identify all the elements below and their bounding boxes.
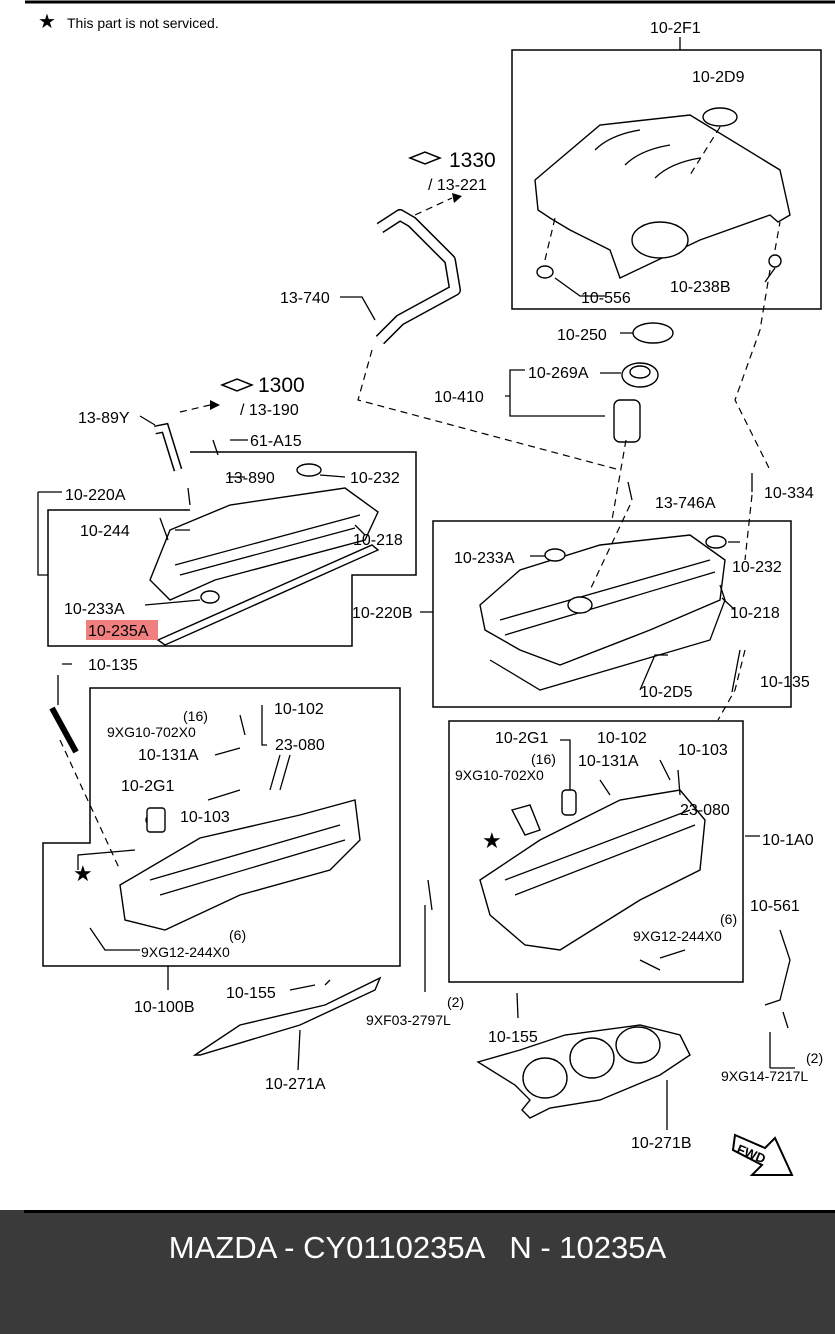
label-10-250: 10-250 <box>557 327 607 344</box>
label-10-233A-left: 10-233A <box>64 601 125 618</box>
label-10-235A-highlighted: 10-235A <box>88 623 149 640</box>
label-13-740: 13-740 <box>280 290 330 307</box>
label-10-556: 10-556 <box>581 290 631 307</box>
label-9XG10-702X0-left: 9XG10-702X0 <box>107 724 196 740</box>
label-10-2D9: 10-2D9 <box>692 69 745 86</box>
label-10-244: 10-244 <box>80 523 130 540</box>
label-10-135-left: 10-135 <box>88 657 138 674</box>
right-valve-cover-group <box>420 473 792 708</box>
oil-filler-group <box>505 322 674 521</box>
label-10-100B: 10-100B <box>134 999 195 1016</box>
label-10-218-right: 10-218 <box>730 605 780 622</box>
right-cylinder-head-group: ★ <box>427 649 795 1069</box>
label-10-131A-left: 10-131A <box>138 747 199 764</box>
label-9XG12-244X0-left: 9XG12-244X0 <box>141 944 230 960</box>
label-10-232-left: 10-232 <box>350 470 400 487</box>
label-10-103-right: 10-103 <box>678 742 728 759</box>
label-10-135-right: 10-135 <box>760 674 810 691</box>
left-cylinder-head-group: ★ <box>42 663 401 990</box>
fwd-arrow-icon <box>731 1133 794 1176</box>
label-16-left: (16) <box>183 708 208 724</box>
label-2-right: (2) <box>806 1050 823 1066</box>
label-10-271A: 10-271A <box>265 1076 326 1093</box>
left-valve-cover-group <box>37 400 417 647</box>
label-10-233A-right: 10-233A <box>454 550 515 567</box>
label-10-2G1-left: 10-2G1 <box>121 778 174 795</box>
label-10-103-left: 10-103 <box>180 809 230 826</box>
label-10-410: 10-410 <box>434 389 484 406</box>
label-10-102-right: 10-102 <box>597 730 647 747</box>
part-number-title: MAZDA - CY0110235A N - 10235A <box>168 1230 667 1265</box>
engine-cover-group <box>511 37 822 471</box>
parts-diagram: ★ This part is not serviced. <box>25 0 835 1176</box>
label-9XG12-244X0-right: 9XG12-244X0 <box>633 928 722 944</box>
label-16-right: (16) <box>531 751 556 767</box>
label-10-561: 10-561 <box>750 898 800 915</box>
label-13-190: / 13-190 <box>240 402 299 419</box>
label-9XG14-7217L: 9XG14-7217L <box>721 1068 808 1084</box>
label-10-220A: 10-220A <box>65 487 126 504</box>
label-13-221: / 13-221 <box>428 177 487 194</box>
label-10-271B: 10-271B <box>631 1135 692 1152</box>
head-gaskets <box>192 905 691 1130</box>
label-23-080-right: 23-080 <box>680 802 730 819</box>
star-icon-right: ★ <box>482 828 502 853</box>
label-10-2F1: 10-2F1 <box>650 20 701 37</box>
footer-divider <box>24 1210 835 1213</box>
label-13-890: 13-890 <box>225 470 275 487</box>
label-10-102-left: 10-102 <box>274 701 324 718</box>
label-10-269A: 10-269A <box>528 365 589 382</box>
label-13-89Y: 13-89Y <box>78 410 130 427</box>
label-9XG10-702X0-right: 9XG10-702X0 <box>455 767 544 783</box>
label-23-080-left: 23-080 <box>275 737 325 754</box>
label-10-232-right: 10-232 <box>732 559 782 576</box>
label-1300: 1300 <box>258 374 305 397</box>
star-icon-left: ★ <box>73 861 93 886</box>
star-icon: ★ <box>38 11 56 33</box>
label-10-238B: 10-238B <box>670 279 731 296</box>
label-6-left: (6) <box>229 927 246 943</box>
label-10-155-left: 10-155 <box>226 985 276 1002</box>
label-6-right: (6) <box>720 911 737 927</box>
label-10-2G1-right: 10-2G1 <box>495 730 548 747</box>
label-13-746A: 13-746A <box>655 495 716 512</box>
label-1330: 1330 <box>449 149 496 172</box>
label-10-220B: 10-220B <box>352 605 413 622</box>
label-61-A15: 61-A15 <box>250 433 302 450</box>
label-10-334: 10-334 <box>764 485 814 502</box>
label-10-1A0: 10-1A0 <box>762 832 814 849</box>
label-fwd: FWD <box>735 1141 768 1166</box>
note-text: This part is not serviced. <box>67 15 219 31</box>
label-10-2D5: 10-2D5 <box>640 684 693 701</box>
label-10-131A-right: 10-131A <box>578 753 639 770</box>
callout-labels: 10-2F1 10-2D9 1330 / 13-221 13-740 10-55… <box>64 20 823 1166</box>
highlight-box <box>86 620 158 640</box>
label-10-218-left: 10-218 <box>353 532 403 549</box>
footer-bar: MAZDA - CY0110235A N - 10235A <box>0 1210 835 1334</box>
label-9XF03-2797L: 9XF03-2797L <box>366 1012 451 1028</box>
label-2-left: (2) <box>447 994 464 1010</box>
pcv-hose <box>340 193 621 471</box>
label-10-155-right: 10-155 <box>488 1029 538 1046</box>
